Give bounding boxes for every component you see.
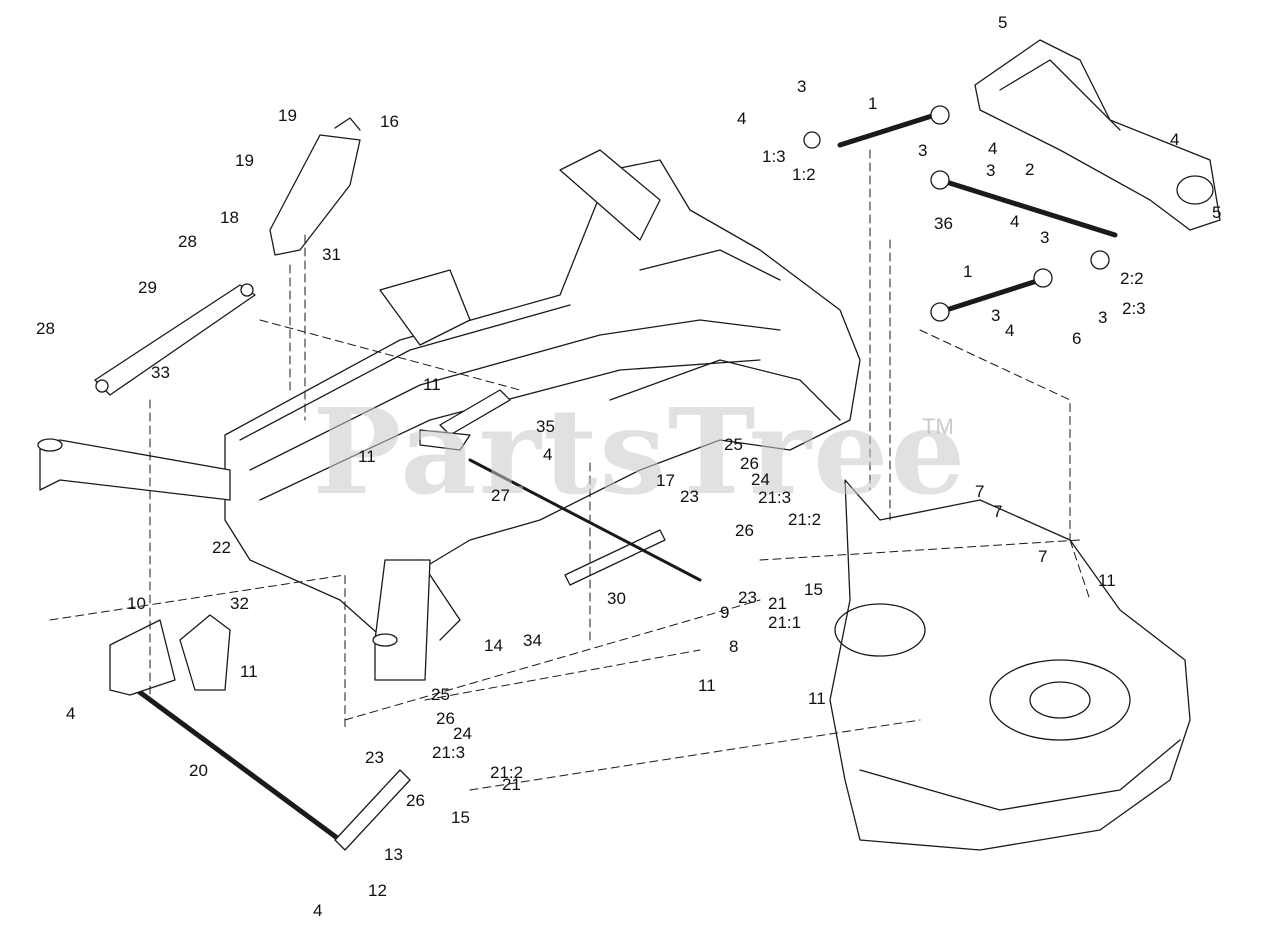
callout-label: 19: [235, 151, 254, 170]
callout-label: 24: [751, 470, 770, 489]
callout-label: 31: [322, 245, 341, 264]
callout-label: 21:1: [768, 613, 802, 632]
callout-label: 3: [986, 161, 996, 180]
callout-label: 4: [1005, 321, 1015, 340]
callout-label: 11: [358, 447, 376, 466]
callout-label: 22: [212, 538, 231, 557]
lift-link-29: [94, 283, 256, 396]
callout-label: 2:3: [1122, 299, 1146, 318]
rear-tow-bracket: [974, 39, 1221, 231]
callout-label: 10: [127, 594, 146, 613]
callout-label: 26: [406, 791, 425, 810]
callout-label: 1:2: [792, 165, 816, 184]
callout-label: 36: [934, 214, 953, 233]
callout-label: 3: [918, 141, 928, 160]
callout-label: 25: [431, 685, 450, 704]
callout-label: 16: [380, 112, 399, 131]
callout-label: 6: [1072, 329, 1082, 348]
callout-label: 24: [453, 724, 472, 743]
callout-label: 15: [804, 580, 823, 599]
front-axle-tube: [37, 438, 431, 681]
callout-label: 4: [1170, 130, 1180, 149]
callout-label: 5: [998, 13, 1008, 32]
callout-label: 1: [963, 262, 973, 281]
callout-label: 33: [151, 363, 170, 382]
callout-label: 15: [451, 808, 470, 827]
callout-label: 21: [768, 594, 787, 613]
callout-label: 4: [543, 445, 553, 464]
link-rods: [803, 105, 1118, 322]
callout-label: 9: [720, 603, 730, 622]
callout-label: 30: [607, 589, 626, 608]
callout-label: 4: [1010, 212, 1020, 231]
callout-label: 25: [724, 435, 743, 454]
callout-label: 12: [368, 881, 387, 900]
callout-label: 3: [991, 306, 1001, 325]
callout-label: 27: [491, 486, 510, 505]
callout-label: 28: [178, 232, 197, 251]
callout-label: 7: [993, 502, 1003, 521]
callout-label: 21:3: [432, 743, 466, 762]
callout-label: 17: [656, 471, 675, 490]
callout-label: 4: [988, 139, 998, 158]
callout-label: 21:2: [490, 763, 524, 782]
callout-label: 26: [740, 454, 759, 473]
callout-label: 23: [365, 748, 384, 767]
callout-label: 1:3: [762, 147, 786, 166]
callout-label: 11: [808, 689, 826, 708]
callout-label: 3: [1098, 308, 1108, 327]
callout-label: 11: [1098, 571, 1116, 590]
callout-label: 19: [278, 106, 297, 125]
callout-label: 11: [240, 662, 258, 681]
callout-label: 8: [729, 637, 739, 656]
callout-label: 21: [502, 775, 521, 794]
callout-label: 21:3: [758, 488, 792, 507]
leader-lines: [49, 149, 1091, 791]
callout-label: 14: [484, 636, 503, 655]
callout-label: 26: [735, 521, 754, 540]
callout-label: 5: [1212, 203, 1222, 222]
callout-label: 2:2: [1120, 269, 1144, 288]
callout-label: 28: [36, 319, 55, 338]
callout-label: 7: [1038, 547, 1048, 566]
callout-label: 18: [220, 208, 239, 227]
mower-deck: [829, 479, 1191, 851]
cross-bar-20: [109, 614, 411, 851]
callout-label: 32: [230, 594, 249, 613]
main-frame: [224, 149, 861, 641]
callout-label: 26: [436, 709, 455, 728]
callout-label: 4: [313, 901, 323, 920]
callout-label: 4: [737, 109, 747, 128]
callout-label: 2: [1025, 160, 1035, 179]
callout-label: 11: [698, 676, 716, 695]
callout-label: 3: [1040, 228, 1050, 247]
callout-label: 34: [523, 631, 542, 650]
callout-label: 20: [189, 761, 208, 780]
callout-label: 23: [738, 588, 757, 607]
callout-label: 1: [868, 94, 878, 113]
callout-label: 13: [384, 845, 403, 864]
callout-label: 23: [680, 487, 699, 506]
callout-label: 29: [138, 278, 157, 297]
callout-label: 21:2: [788, 510, 822, 529]
callout-label: 7: [975, 482, 985, 501]
callout-label: 11: [423, 375, 441, 394]
callout-label: 4: [66, 704, 76, 723]
pedal-bracket-16: [269, 117, 361, 256]
callout-label: 3: [797, 77, 807, 96]
callout-label: 35: [536, 417, 555, 436]
